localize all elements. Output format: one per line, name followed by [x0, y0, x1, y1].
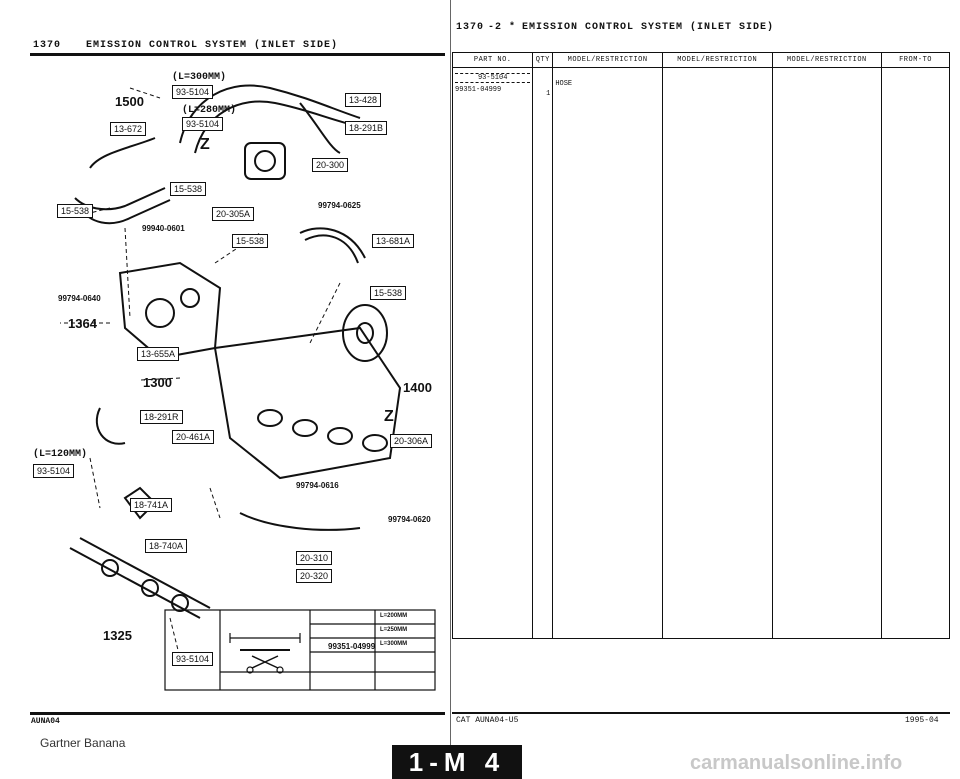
tag-20-300: 20-300: [312, 158, 349, 172]
tag-18-291r: 18-291R: [140, 410, 183, 424]
quantity: 1: [546, 90, 551, 98]
length-300: (L=300MM): [172, 72, 227, 83]
tag-93-5104-left: 93-5104: [33, 464, 75, 478]
tag-93-5104-mid: 93-5104: [182, 117, 224, 131]
watermark: Gartner Banana: [40, 736, 126, 750]
length-280: (L=280MM): [182, 105, 237, 116]
tag-13-428: 13-428: [345, 93, 382, 107]
tag-18-740a: 18-740A: [145, 539, 188, 553]
right-page-number: 1370: [456, 22, 485, 33]
tag-13-681a: 13-681A: [372, 234, 415, 248]
tag-93-5104-legend: 93-5104: [172, 652, 214, 666]
legend-row-2: L=250MM: [380, 627, 408, 633]
tag-18-741a: 18-741A: [130, 498, 173, 512]
table-row: 93-5104 99351-04999 1 HOSE: [451, 67, 950, 118]
ref-1325: 1325: [103, 628, 132, 643]
right-page-suffix: -2 *: [488, 22, 517, 33]
left-footer-rule: [30, 712, 445, 715]
col-model-3: MODEL/RESTRICTION: [771, 52, 883, 68]
page-divider: [450, 0, 451, 760]
tag-20-306a: 20-306A: [390, 434, 433, 448]
tag-20-305a: 20-305A: [212, 207, 255, 221]
tag-13-672: 13-672: [110, 122, 147, 136]
site-watermark: carmanualsonline.info: [690, 752, 903, 774]
tag-15-538-a: 15-538: [170, 182, 207, 196]
ref-number: 93-5104: [455, 73, 531, 83]
ref-z-right: Z: [384, 408, 394, 425]
cell-part-no: 93-5104 99351-04999: [451, 67, 534, 118]
col-model-1: MODEL/RESTRICTION: [552, 52, 663, 68]
col-qty: QTY: [532, 52, 554, 68]
table-filler: [451, 118, 950, 638]
ref-1364: 1364: [68, 316, 97, 331]
tag-18-291b: 18-291B: [345, 121, 388, 135]
note-99794-0616: 99794-0616: [296, 481, 339, 490]
length-120: (L=120MM): [33, 449, 88, 460]
note-99794-0620: 99794-0620: [388, 515, 431, 524]
part-number: 99351-04999: [455, 86, 502, 94]
section-page-label: 1-M 4: [392, 745, 522, 779]
cell-desc: HOSE: [552, 67, 663, 118]
note-99351-04999: 99351-04999: [328, 642, 376, 651]
ref-1500: 1500: [115, 94, 144, 109]
tag-20-320: 20-320: [296, 569, 333, 583]
tag-20-461a: 20-461A: [172, 430, 215, 444]
parts-table: PART NO. QTY MODEL/RESTRICTION MODEL/RES…: [451, 52, 950, 638]
col-part-no: PART NO.: [451, 52, 534, 68]
legend-row-3: L=300MM: [380, 641, 408, 647]
cell-from-to: [881, 67, 950, 118]
cell-model-3: [771, 67, 883, 118]
tag-13-655a: 13-655A: [137, 347, 180, 361]
cell-model-2: [661, 67, 773, 118]
ref-1300: 1300: [143, 375, 172, 390]
note-99940-0601: 99940-0601: [142, 224, 185, 233]
left-page-number: 1370: [33, 40, 62, 51]
note-99794-0625: 99794-0625: [318, 201, 361, 210]
col-from-to: FROM-TO: [881, 52, 950, 68]
table-bottom-rule: [452, 638, 950, 639]
right-page-title: EMISSION CONTROL SYSTEM (INLET SIDE): [522, 22, 775, 33]
ref-1400: 1400: [403, 380, 432, 395]
left-header-rule: [30, 53, 445, 56]
tag-15-538-c: 15-538: [232, 234, 269, 248]
note-99794-0640: 99794-0640: [58, 294, 101, 303]
cell-qty: 1: [532, 67, 554, 118]
tag-20-310: 20-310: [296, 551, 333, 565]
left-footer-code: AUNA04: [31, 717, 60, 726]
left-page-title: EMISSION CONTROL SYSTEM (INLET SIDE): [86, 40, 339, 51]
tag-15-538-b: 15-538: [57, 204, 94, 218]
right-footer-rule: [452, 712, 950, 714]
description: HOSE: [555, 80, 573, 88]
tag-15-538-d: 15-538: [370, 286, 407, 300]
legend-row-1: L=200MM: [380, 613, 408, 619]
tag-93-5104-top: 93-5104: [172, 85, 214, 99]
col-model-2: MODEL/RESTRICTION: [661, 52, 773, 68]
ref-z-top: Z: [200, 136, 210, 153]
right-footer-date: 1995-04: [905, 716, 939, 725]
emission-diagram: [60, 84, 436, 691]
right-footer-cat: CAT AUNA04-U5: [456, 716, 519, 725]
